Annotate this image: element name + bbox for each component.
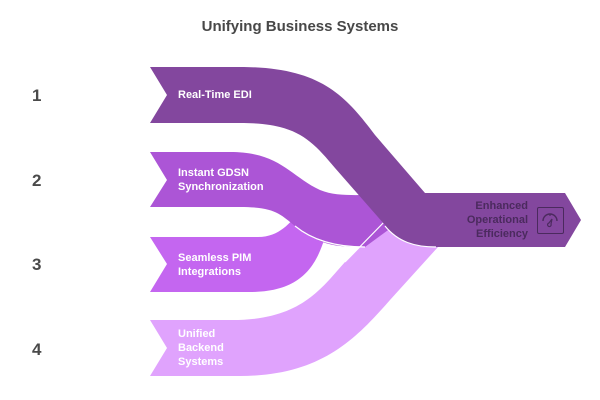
step-number-1: 1 bbox=[32, 86, 42, 105]
band-1 bbox=[150, 67, 581, 247]
output-label-line-1: Enhanced bbox=[475, 200, 528, 212]
diagram-title: Unifying Business Systems bbox=[201, 18, 399, 35]
band-3 bbox=[150, 212, 330, 292]
gauge-icon bbox=[537, 207, 564, 234]
band-2 bbox=[150, 152, 395, 247]
step-label-2: Instant GDSN Synchronization bbox=[178, 166, 264, 194]
output-label-line-2: Operational bbox=[466, 214, 528, 226]
step-label-3-line-1: Seamless PIM bbox=[178, 252, 252, 264]
step-number-3: 3 bbox=[32, 255, 42, 274]
step-label-4-line-2: Backend bbox=[178, 342, 224, 354]
step-label-1: Real-Time EDI bbox=[178, 89, 252, 101]
output-label: Enhanced Operational Efficiency bbox=[440, 199, 528, 241]
step-label-3-line-2: Integrations bbox=[178, 266, 241, 278]
step-label-2-line-1: Instant GDSN bbox=[178, 167, 249, 179]
band-4 bbox=[150, 215, 438, 376]
step-label-4-line-3: Systems bbox=[178, 356, 224, 368]
step-label-4-line-1: Unified bbox=[178, 328, 216, 340]
step-number-4: 4 bbox=[32, 340, 42, 359]
step-label-2-line-2: Synchronization bbox=[178, 181, 264, 193]
step-label-4: Unified Backend Systems bbox=[178, 327, 224, 369]
step-number-2: 2 bbox=[32, 171, 42, 190]
step-label-3: Seamless PIM Integrations bbox=[178, 251, 251, 279]
output-label-line-3: Efficiency bbox=[476, 228, 528, 240]
